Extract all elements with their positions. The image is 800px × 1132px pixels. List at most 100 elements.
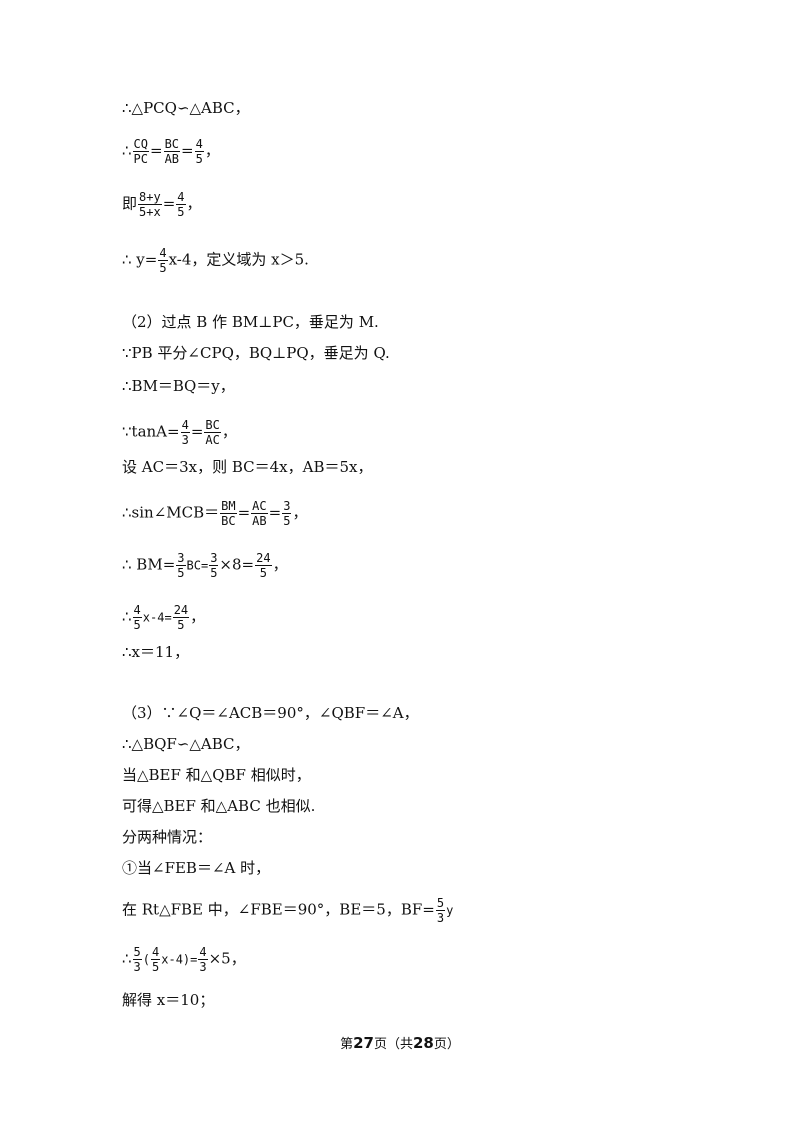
denominator: 5+x bbox=[139, 205, 161, 219]
denominator: AB bbox=[252, 514, 267, 528]
numerator: 3 bbox=[282, 499, 292, 514]
text: ×8= bbox=[219, 555, 255, 574]
line-similar-pcq-abc: ∴△PCQ∽△ABC， bbox=[122, 99, 250, 117]
numerator: 24 bbox=[172, 603, 190, 618]
text: ∴ BM= bbox=[122, 555, 176, 574]
numerator: 5 bbox=[435, 896, 446, 911]
denominator: 5 bbox=[283, 514, 291, 528]
page-footer: 第27页（共28页） bbox=[0, 1033, 800, 1052]
punct: ， bbox=[221, 422, 237, 441]
punct: ， bbox=[204, 141, 220, 160]
denominator: PC bbox=[133, 152, 148, 166]
text: ∴ y= bbox=[122, 250, 158, 269]
punct: ， bbox=[272, 555, 288, 574]
line-also-similar: 可得△BEF 和△ABC 也相似. bbox=[122, 797, 316, 815]
page-number: 27 bbox=[353, 1034, 374, 1052]
line-part3-heading: （3）∵∠Q＝∠ACB＝90°，∠QBF＝∠A， bbox=[122, 704, 419, 722]
denominator: AC bbox=[205, 433, 220, 447]
line-set-ac: 设 AC＝3x，则 BC＝4x，AB＝5x， bbox=[122, 458, 373, 476]
denominator: 3 bbox=[133, 960, 141, 974]
denominator: 5 bbox=[177, 618, 185, 632]
line-bm-eq-bq: ∴BM＝BQ＝y， bbox=[122, 377, 235, 395]
numerator: 4 bbox=[180, 418, 190, 433]
line-pb-bisects: ∵PB 平分∠CPQ，BQ⊥PQ，垂足为 Q. bbox=[122, 344, 390, 362]
numerator: CQ bbox=[132, 137, 149, 152]
numerator: 24 bbox=[255, 551, 272, 566]
numerator: 3 bbox=[176, 551, 186, 566]
text: BC= bbox=[186, 558, 209, 573]
numerator: 4 bbox=[158, 246, 168, 261]
denominator: 5 bbox=[259, 566, 267, 580]
footer-text: 第 bbox=[340, 1037, 354, 1052]
text: ∴sin∠MCB＝ bbox=[122, 503, 220, 522]
numerator: 4 bbox=[198, 945, 208, 960]
denominator: 5 bbox=[210, 566, 218, 580]
numerator: BC bbox=[163, 137, 181, 152]
line-when-similar: 当△BEF 和△QBF 相似时， bbox=[122, 766, 311, 784]
footer-text: 页） bbox=[433, 1037, 460, 1052]
punct: ， bbox=[186, 194, 202, 213]
numerator: 4 bbox=[132, 603, 142, 618]
page-total: 28 bbox=[413, 1034, 434, 1052]
numerator: 4 bbox=[151, 945, 161, 960]
text: ( bbox=[142, 952, 151, 967]
punct: ， bbox=[190, 607, 206, 626]
line-similar-bqf-abc: ∴△BQF∽△ABC， bbox=[122, 735, 250, 753]
denominator: 5 bbox=[177, 205, 185, 219]
text: x-4= bbox=[142, 610, 172, 625]
numerator: BM bbox=[220, 499, 237, 514]
denominator: 3 bbox=[436, 911, 445, 925]
text: ∵tanA= bbox=[122, 422, 180, 441]
therefore-sign: ∴ bbox=[122, 141, 132, 160]
line-case-1: ①当∠FEB＝∠A 时， bbox=[122, 859, 271, 877]
denominator: 5 bbox=[195, 152, 203, 166]
numerator: BC bbox=[204, 418, 221, 433]
therefore-sign: ∴ bbox=[122, 607, 132, 626]
denominator: 5 bbox=[133, 618, 141, 632]
line-x-eq-10: 解得 x＝10； bbox=[122, 991, 215, 1009]
numerator: 5 bbox=[132, 945, 142, 960]
numerator: AC bbox=[251, 499, 268, 514]
denominator: 3 bbox=[199, 960, 207, 974]
therefore-sign: ∴ bbox=[122, 949, 132, 968]
line-x-eq-11: ∴x＝11， bbox=[122, 643, 190, 661]
denominator: 5 bbox=[159, 261, 167, 275]
line-two-cases: 分两种情况： bbox=[122, 828, 213, 846]
text: 即 bbox=[122, 194, 138, 213]
line-part2-heading: （2）过点 B 作 BM⊥PC，垂足为 M. bbox=[122, 313, 379, 331]
punct: ， bbox=[292, 503, 308, 522]
numerator: 4 bbox=[176, 190, 186, 205]
text: 在 Rt△FBE 中，∠FBE＝90°，BE＝5，BF= bbox=[122, 900, 435, 919]
footer-text: 页（共 bbox=[373, 1037, 413, 1052]
text: ×5， bbox=[208, 949, 246, 968]
numerator: 8+y bbox=[138, 190, 162, 205]
numerator: 4 bbox=[194, 137, 204, 152]
text: x-4)= bbox=[161, 952, 198, 967]
numerator: 3 bbox=[209, 551, 219, 566]
text: y bbox=[446, 903, 454, 918]
